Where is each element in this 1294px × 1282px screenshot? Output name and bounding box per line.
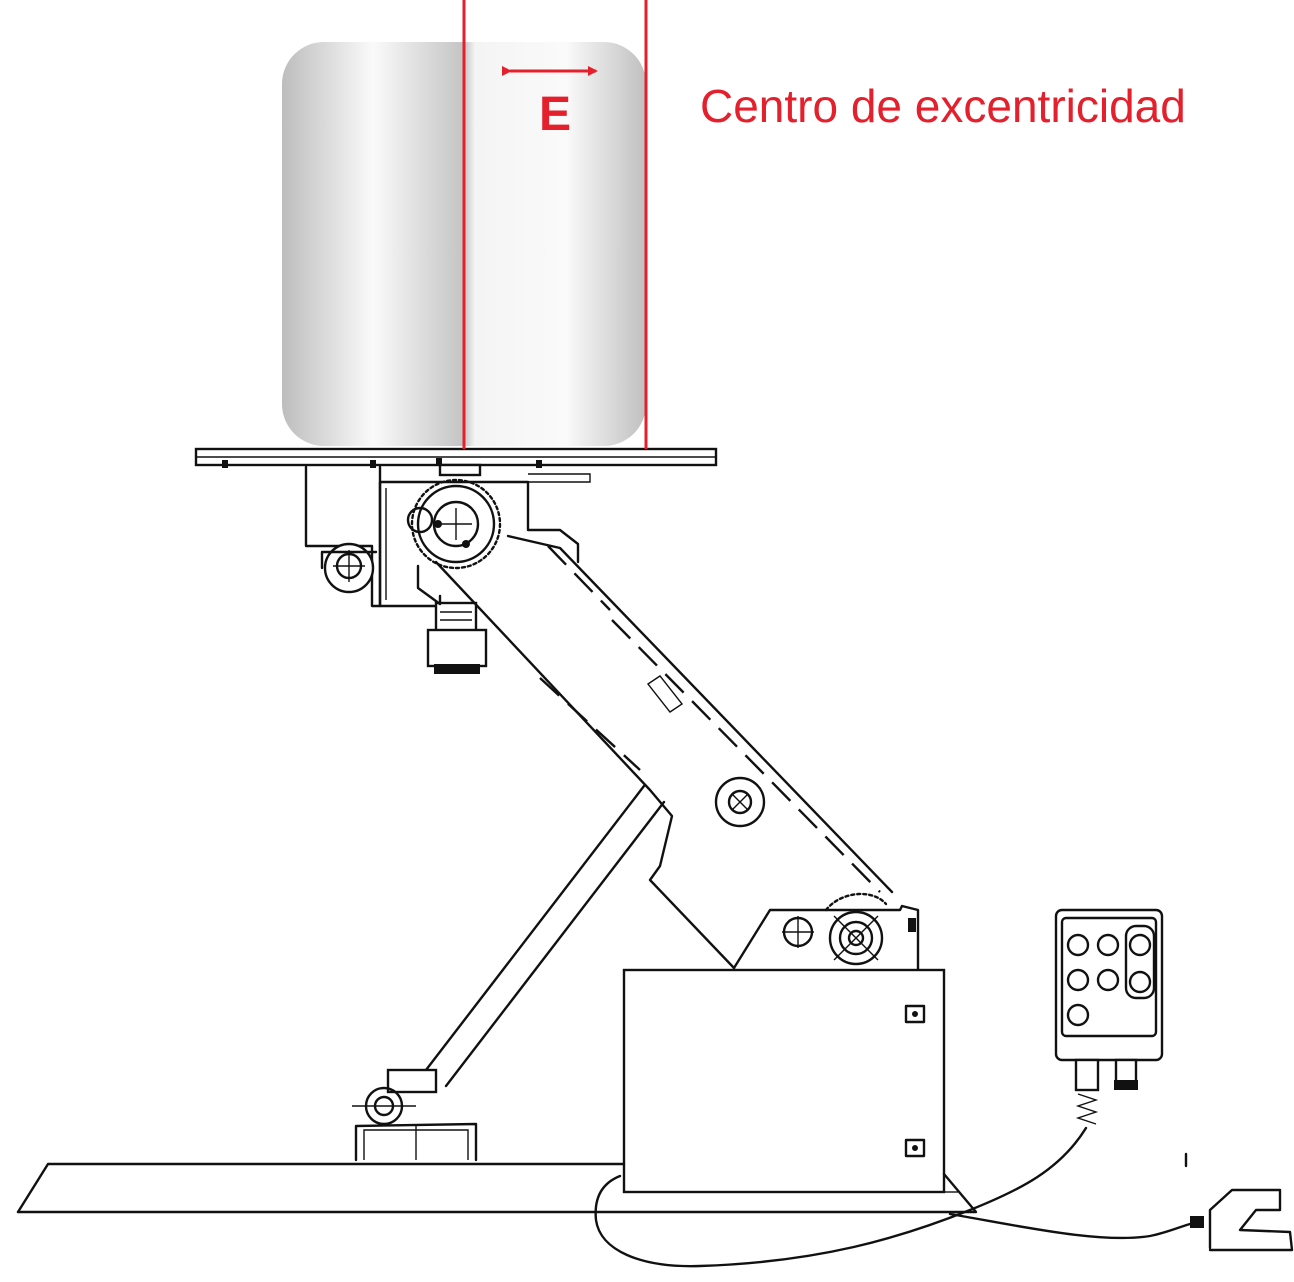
pendant-button-7 [1128,970,1152,994]
base-plate [16,1162,978,1214]
pendant-cable [594,1126,1088,1268]
table-gear [406,478,502,570]
pendant-button-6 [1128,933,1152,957]
eccentricity-symbol: E [539,88,571,141]
pendant-button-2 [1096,933,1120,957]
eccentricity-center-label: Centro de excentricidad [700,80,1186,132]
foot-pedal-cable [948,1212,1200,1240]
tilting-arm [416,534,894,970]
remote-pendant [1054,908,1164,1125]
support-strut [352,784,666,1162]
pendant-button-1 [1066,933,1090,957]
rotary-table [194,447,718,477]
control-cabinet [622,968,946,1194]
pendant-button-4 [1096,968,1120,992]
rotation-gearbox [304,465,591,608]
pendant-button-5 [1066,1003,1090,1027]
foot-pedal [1190,1188,1294,1252]
tilt-bracket [732,892,920,972]
rotation-motor [426,601,488,674]
pendant-button-3 [1066,968,1090,992]
